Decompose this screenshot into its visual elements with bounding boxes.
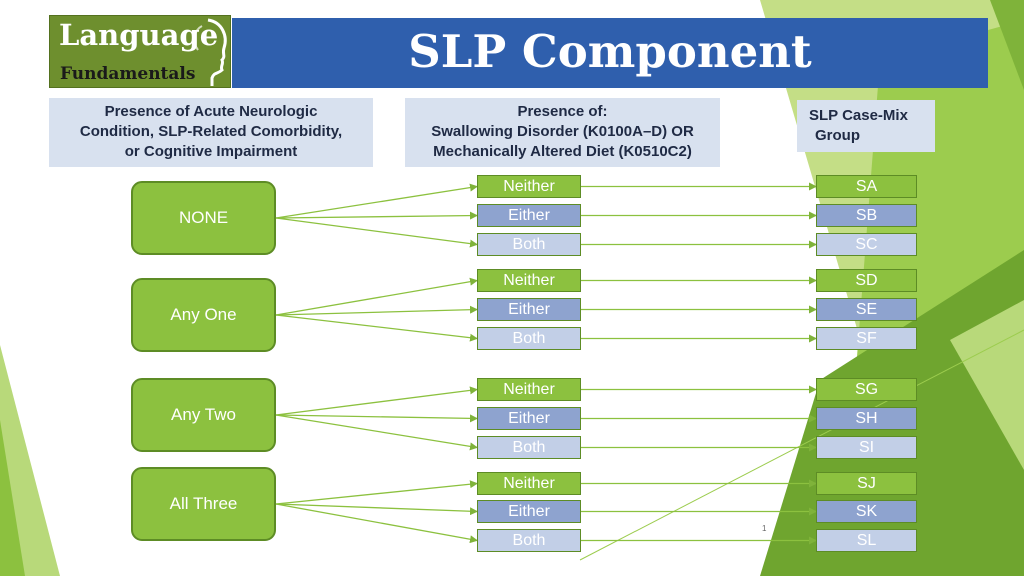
group-sl: SL — [816, 529, 917, 552]
group-sa: SA — [816, 175, 917, 198]
header-condition-line1: Presence of Acute Neurologic — [104, 103, 318, 120]
header-swallowing-line1: Presence of: — [517, 103, 608, 120]
category-any-one: Any One — [131, 278, 276, 352]
category-any-two: Any Two — [131, 378, 276, 452]
arrow-category-to-option — [275, 183, 478, 219]
group-sb: SB — [816, 204, 917, 227]
header-swallowing-line2: Swallowing Disorder (K0100A–D) OR — [431, 123, 694, 140]
header-group-line2: Group — [815, 127, 860, 144]
header-swallowing-line3: Mechanically Altered Diet (K0510C2) — [433, 143, 692, 160]
arrow-category-to-option — [275, 211, 478, 220]
group-sd: SD — [816, 269, 917, 292]
category-all-three: All Three — [131, 467, 276, 541]
option-neither: Neither — [477, 269, 581, 292]
page-title: SLP Component — [408, 25, 812, 78]
option-either: Either — [477, 407, 581, 430]
group-sj: SJ — [816, 472, 917, 495]
arrow-category-to-option — [275, 217, 478, 248]
option-neither: Neither — [477, 472, 581, 495]
header-group-line1: SLP Case-Mix — [809, 107, 908, 124]
group-sk: SK — [816, 500, 917, 523]
group-sh: SH — [816, 407, 917, 430]
arrow-category-to-option — [275, 480, 478, 505]
arrow-category-to-option — [275, 503, 478, 516]
option-either: Either — [477, 204, 581, 227]
option-both: Both — [477, 233, 581, 256]
arrow-category-to-option — [275, 414, 478, 451]
option-neither: Neither — [477, 378, 581, 401]
option-both: Both — [477, 327, 581, 350]
group-se: SE — [816, 298, 917, 321]
head-silhouette-icon — [193, 18, 227, 86]
arrow-category-to-option — [275, 314, 478, 342]
language-fundamentals-logo: Language Fundamentals — [49, 15, 231, 88]
group-sg: SG — [816, 378, 917, 401]
logo-line2: Fundamentals — [60, 64, 196, 84]
option-both: Both — [477, 529, 581, 552]
page-number: 1 — [762, 524, 767, 533]
arrow-category-to-option — [275, 305, 478, 316]
header-condition: Presence of Acute Neurologic Condition, … — [49, 98, 373, 167]
arrow-category-to-option — [275, 414, 478, 423]
option-either: Either — [477, 298, 581, 321]
option-neither: Neither — [477, 175, 581, 198]
arrow-category-to-option — [275, 277, 478, 316]
arrow-category-to-option — [275, 503, 478, 544]
header-swallowing: Presence of: Swallowing Disorder (K0100A… — [405, 98, 720, 167]
group-sf: SF — [816, 327, 917, 350]
category-none: NONE — [131, 181, 276, 255]
group-si: SI — [816, 436, 917, 459]
header-case-mix-group: SLP Case-Mix Group — [797, 100, 935, 152]
title-bar: SLP Component — [232, 18, 988, 88]
group-sc: SC — [816, 233, 917, 256]
logo-line1: Language — [59, 18, 219, 52]
option-both: Both — [477, 436, 581, 459]
header-condition-line2: Condition, SLP-Related Comorbidity, — [79, 123, 343, 140]
arrow-category-to-option — [275, 386, 478, 416]
option-either: Either — [477, 500, 581, 523]
header-condition-line3: or Cognitive Impairment — [124, 143, 298, 160]
